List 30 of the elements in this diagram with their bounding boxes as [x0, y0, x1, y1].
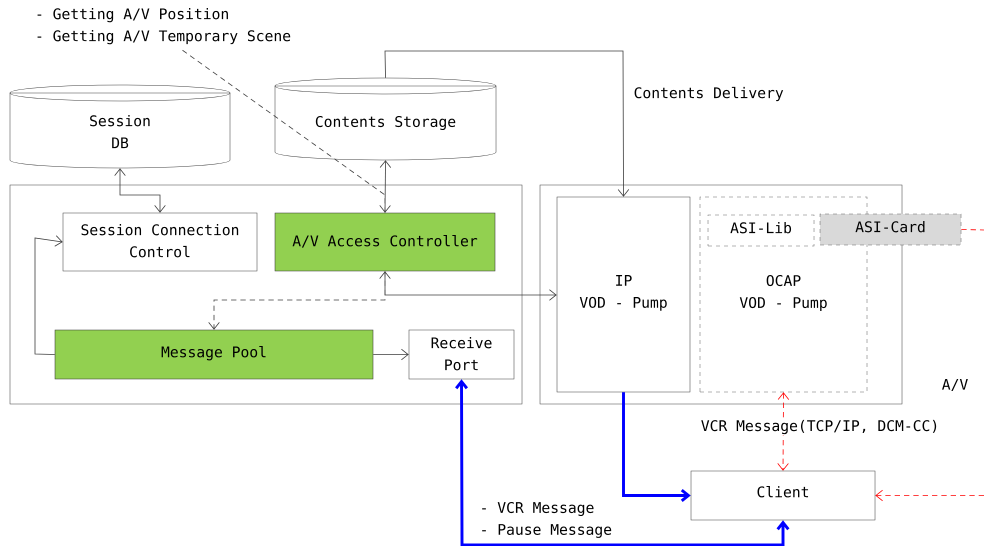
edge-label: VCR Message(TCP/IP, DCM-CC) — [699, 418, 941, 436]
database-cylinder: Contents Storage — [274, 78, 496, 160]
arrow — [208, 270, 386, 330]
arrow — [455, 379, 790, 546]
port-box: Receive Port — [408, 330, 514, 380]
side-label: A/V — [942, 378, 968, 392]
arrow — [875, 490, 984, 502]
module-box: IP VOD - Pump — [556, 196, 690, 392]
arrow — [622, 392, 691, 502]
container-box — [10, 184, 522, 404]
note-text: - Pause Message — [482, 524, 612, 538]
client-box: Client — [690, 470, 876, 520]
arrow — [777, 392, 790, 471]
process-box: A/V Access Controller — [274, 212, 496, 272]
arrow — [379, 271, 557, 301]
leader-line — [182, 50, 386, 214]
edge-label: Contents Delivery — [634, 86, 784, 102]
arrow — [379, 160, 392, 213]
process-box: Message Pool — [54, 330, 374, 380]
library-box: ASI-Lib — [708, 214, 814, 246]
arrow — [384, 50, 630, 197]
process-box: Session Connection Control — [62, 212, 258, 272]
connector-line — [960, 229, 984, 230]
arrow — [372, 348, 409, 360]
database-cylinder: Session DB — [10, 84, 230, 168]
note-text: - VCR Message — [482, 502, 594, 516]
annotation-text: - Getting A/V Position - Getting A/V Temporary Scene — [38, 8, 290, 44]
arrow — [114, 168, 166, 213]
arrow — [34, 235, 63, 355]
card-box: ASI-Card — [820, 214, 962, 246]
